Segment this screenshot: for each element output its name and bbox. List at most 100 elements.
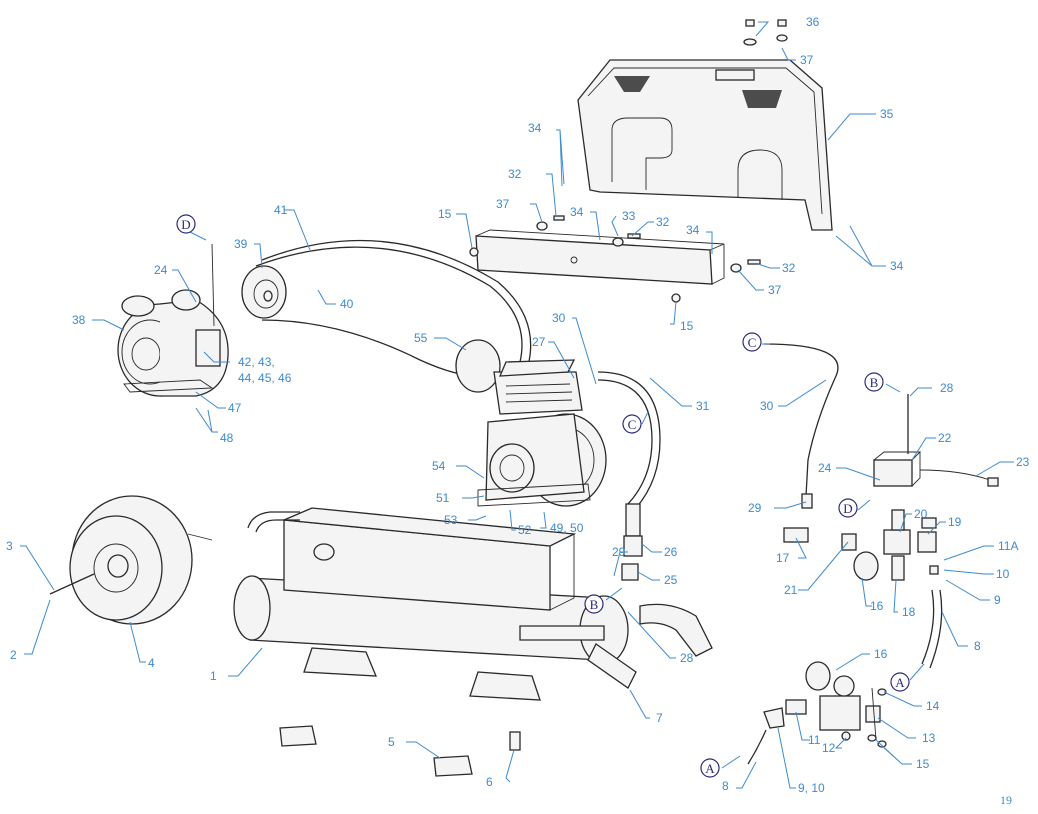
callout-34-bracket: 34 xyxy=(686,223,700,237)
svg-text:A: A xyxy=(705,761,715,776)
svg-text:D: D xyxy=(843,501,852,516)
callout-25: 25 xyxy=(664,573,678,587)
svg-text:D: D xyxy=(181,217,190,232)
callout-23: 23 xyxy=(1016,455,1030,469)
callout-20: 20 xyxy=(914,507,928,521)
callout-21: 21 xyxy=(784,583,798,597)
callout-9: 9 xyxy=(994,593,1001,607)
callout-30-tube: 30 xyxy=(760,399,774,413)
callout-6: 6 xyxy=(486,775,493,789)
callout-24-motor: 24 xyxy=(154,263,168,277)
callout-16-regulator: 16 xyxy=(874,647,888,661)
callout-31: 31 xyxy=(696,399,710,413)
callout-28-switch: 28 xyxy=(940,381,954,395)
callout-33: 33 xyxy=(622,209,636,223)
reference-d-motor: D xyxy=(176,214,196,234)
reference-d-switch: D xyxy=(838,498,858,518)
callout-47: 47 xyxy=(228,401,242,415)
callout-labels: 1 2 3 4 5 6 7 8 8 9 9, 10 10 11 11A 12 1… xyxy=(6,15,1030,795)
callout-5: 5 xyxy=(388,735,395,749)
callout-13: 13 xyxy=(922,731,936,745)
callout-54: 54 xyxy=(432,459,446,473)
reference-c-pump: C xyxy=(622,414,642,434)
callout-4: 4 xyxy=(148,656,155,670)
callout-24-switch: 24 xyxy=(818,461,832,475)
leader-lines xyxy=(20,21,1014,789)
callout-38: 38 xyxy=(72,313,86,327)
callout-27: 27 xyxy=(532,335,546,349)
manifold-assembly xyxy=(763,343,999,669)
callout-52: 52 xyxy=(518,523,532,537)
belt-guard xyxy=(577,59,833,231)
callout-26: 26 xyxy=(664,545,678,559)
callout-8-right: 8 xyxy=(974,639,981,653)
callout-41: 41 xyxy=(274,203,288,217)
wheel xyxy=(49,495,213,625)
callout-53: 53 xyxy=(444,513,458,527)
reference-markers: A A B B C C D D xyxy=(176,214,910,778)
callout-34-top: 34 xyxy=(528,121,542,135)
motor xyxy=(117,243,229,397)
callout-22: 22 xyxy=(938,431,952,445)
pump xyxy=(455,339,607,507)
callout-35: 35 xyxy=(880,107,894,121)
discharge-hose xyxy=(597,371,661,581)
regulator-assembly xyxy=(747,661,887,765)
callout-29-manifold: 29 xyxy=(748,501,762,515)
callout-40: 40 xyxy=(340,297,354,311)
callout-29-tank: 29 xyxy=(612,545,626,559)
guard-bracket xyxy=(475,229,725,285)
callout-51: 51 xyxy=(436,491,450,505)
callout-37-left: 37 xyxy=(496,197,510,211)
svg-text:B: B xyxy=(870,375,879,390)
page-number: 19 xyxy=(1000,793,1012,807)
callout-48: 48 xyxy=(220,431,234,445)
callout-30-pump: 30 xyxy=(552,311,566,325)
callout-1: 1 xyxy=(210,669,217,683)
svg-text:A: A xyxy=(895,675,905,690)
rubber-feet xyxy=(279,725,473,777)
callout-11a: 11A xyxy=(998,539,1018,553)
callout-37-right: 37 xyxy=(768,283,782,297)
callout-32-mid: 32 xyxy=(656,215,670,229)
svg-text:B: B xyxy=(590,597,599,612)
callout-12: 12 xyxy=(822,741,836,755)
callout-49-50: 49, 50 xyxy=(550,521,584,535)
callout-15-top: 15 xyxy=(438,207,452,221)
callout-42-46-line2: 44, 45, 46 xyxy=(238,371,292,385)
callout-15-mid: 15 xyxy=(680,319,694,333)
callout-3: 3 xyxy=(6,539,13,553)
callout-15-right: 15 xyxy=(916,757,930,771)
callout-28-tank: 28 xyxy=(680,651,694,665)
reference-c-tube: C xyxy=(742,332,762,352)
callout-36: 36 xyxy=(806,15,820,29)
drain-valve xyxy=(509,731,521,751)
callout-11: 11 xyxy=(808,733,821,747)
callout-2: 2 xyxy=(10,648,17,662)
reference-b-tank: B xyxy=(584,594,604,614)
callout-14: 14 xyxy=(926,699,940,713)
callout-34-mid: 34 xyxy=(570,205,584,219)
reference-b-switch: B xyxy=(864,372,884,392)
callout-55: 55 xyxy=(414,331,428,345)
callout-19: 19 xyxy=(948,515,962,529)
callout-8-left: 8 xyxy=(722,779,729,793)
callout-37-top: 37 xyxy=(800,53,814,67)
callout-32-right: 32 xyxy=(782,261,796,275)
motor-pulley xyxy=(241,265,287,319)
callout-42-46-line1: 42, 43, xyxy=(238,355,275,369)
callout-9-10: 9, 10 xyxy=(798,781,825,795)
reference-a-right: A xyxy=(890,672,910,692)
callout-10: 10 xyxy=(996,567,1010,581)
callout-7: 7 xyxy=(656,711,663,725)
svg-text:C: C xyxy=(628,417,637,432)
hardware xyxy=(469,19,788,303)
callout-16-manifold: 16 xyxy=(870,599,884,613)
callout-39: 39 xyxy=(234,237,248,251)
callout-34-right: 34 xyxy=(890,259,904,273)
reference-a-left: A xyxy=(700,758,720,778)
svg-text:C: C xyxy=(748,335,757,350)
callout-17: 17 xyxy=(776,551,790,565)
callout-32-left: 32 xyxy=(508,167,522,181)
